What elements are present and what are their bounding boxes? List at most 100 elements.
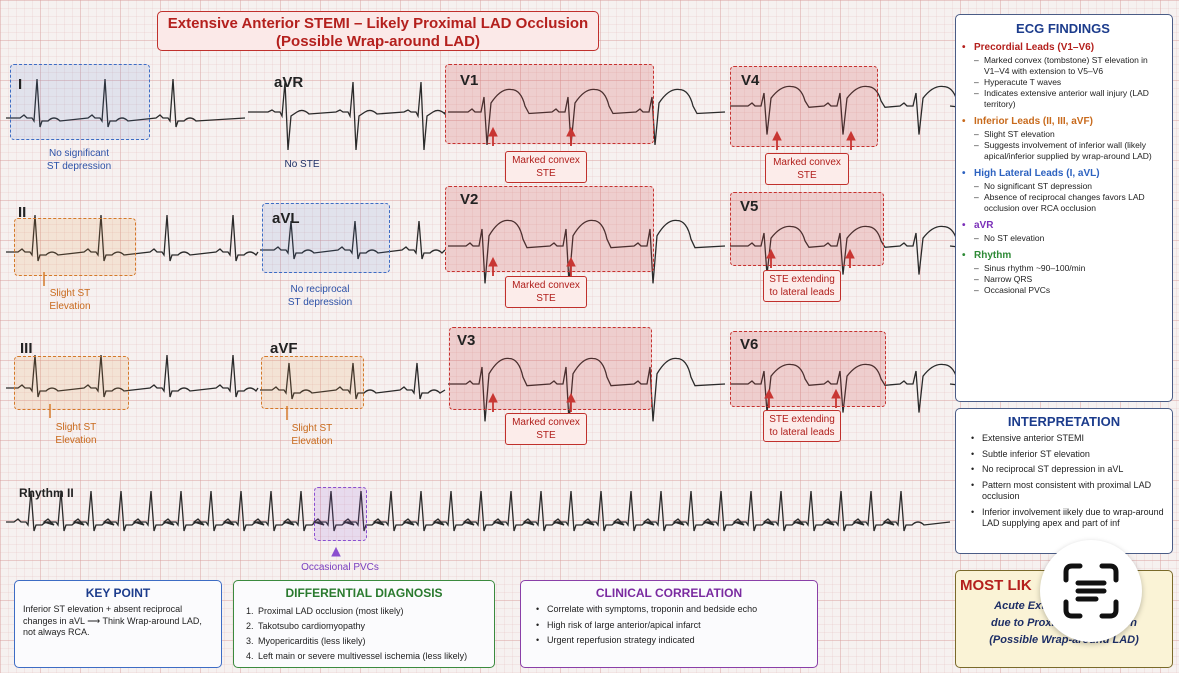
- clinical-item: Urgent reperfusion strategy indicated: [536, 635, 809, 647]
- key-point-heading: KEY POINT: [85, 586, 151, 600]
- findings-section: •Inferior Leads (II, III, aVF) Slight ST …: [962, 116, 1164, 162]
- lead-label-V1: V1: [460, 72, 479, 89]
- lead-label-aVR: aVR: [274, 74, 304, 91]
- ecg-trace: [448, 357, 726, 422]
- findings-item: Suggests involvement of inferior wall (l…: [974, 140, 1164, 162]
- title-line2: (Possible Wrap-around LAD): [276, 33, 480, 50]
- clinical-heading: CLINICAL CORRELATION: [595, 586, 743, 600]
- findings-section-title: •Precordial Leads (V1–V6): [962, 42, 1095, 53]
- differential-item: Takotsubo cardiomyopathy: [256, 619, 486, 634]
- lead-aVF-highlight: [261, 356, 364, 409]
- st-arrow-head-icon: [846, 130, 856, 141]
- st-arrow-head-icon: [566, 392, 576, 403]
- findings-section-title: •Rhythm: [962, 250, 1012, 261]
- interpretation-item: No reciprocal ST depression in aVL: [971, 464, 1166, 476]
- lead-V5-highlight: [730, 192, 884, 266]
- lead-aVR-note: No STE: [284, 159, 320, 170]
- lead-V1-highlight: [445, 64, 654, 144]
- ecg-trace: [730, 363, 963, 413]
- lead-label-aVL: aVL: [272, 210, 300, 227]
- differential-item: Proximal LAD occlusion (most likely): [256, 604, 486, 619]
- arrow-right-icon: ⟶: [87, 615, 101, 626]
- lead-label-II: II: [18, 204, 27, 221]
- lead-II-highlight: [14, 218, 136, 276]
- lead-label-III: III: [20, 340, 33, 357]
- page-title: Extensive Anterior STEMI – Likely Proxim…: [157, 11, 599, 51]
- interpretation-list: Extensive anterior STEMISubtle inferior …: [962, 433, 1166, 530]
- findings-section-title: •Inferior Leads (II, III, aVF): [962, 116, 1093, 127]
- key-point-panel: KEY POINT Inferior ST elevation + absent…: [14, 580, 222, 668]
- scan-text-icon: [1063, 563, 1119, 619]
- lead-label-V5: V5: [740, 198, 759, 215]
- findings-item: Marked convex (tombstone) ST elevation i…: [974, 55, 1164, 77]
- lead-V3-highlight: [449, 327, 652, 410]
- ecg-trace: [6, 490, 951, 532]
- st-arrow-head-icon: [772, 130, 782, 141]
- ecg-trace: [448, 219, 726, 284]
- ecg-trace: [6, 354, 259, 398]
- scan-text-button[interactable]: [1040, 540, 1142, 642]
- ecg-trace: [730, 85, 963, 135]
- ecg-trace: [730, 225, 963, 275]
- lead-V2-highlight: [445, 186, 654, 272]
- findings-section: •RhythmSinus rhythm ~90–100/minNarrow QR…: [962, 250, 1164, 296]
- differential-item: Myopericarditis (less likely): [256, 634, 486, 649]
- lead-label-V6: V6: [740, 336, 759, 353]
- findings-section-title: •aVR: [962, 220, 994, 231]
- findings-heading: ECG FINDINGS: [1016, 21, 1110, 36]
- lead-label-V3: V3: [457, 332, 476, 349]
- st-arrow-head-icon: [566, 126, 576, 137]
- findings-section: •High Lateral Leads (I, aVL)No significa…: [962, 168, 1164, 214]
- ecg-trace: [260, 220, 446, 260]
- most-likely-heading: MOST LIK: [960, 577, 1032, 594]
- st-arrow-head-icon: [566, 256, 576, 267]
- lead-label-I: I: [18, 76, 23, 93]
- clinical-item: High risk of large anterior/apical infar…: [536, 620, 809, 632]
- lead-I-highlight: [10, 64, 150, 140]
- ecg-trace: [248, 81, 446, 151]
- st-arrow-head-icon: [831, 388, 841, 399]
- findings-item: Narrow QRS: [974, 274, 1164, 285]
- ecg-findings-panel: ECG FINDINGS •Precordial Leads (V1–V6) Ma…: [955, 14, 1173, 402]
- ecg-trace: [6, 214, 259, 262]
- st-arrow-head-icon: [766, 248, 776, 259]
- lead-III-highlight: [14, 356, 129, 410]
- differential-heading: DIFFERENTIAL DIAGNOSIS: [285, 586, 443, 600]
- clinical-item: Correlate with symptoms, troponin and be…: [536, 604, 809, 616]
- lead-label-aVF: aVF: [270, 340, 298, 357]
- ecg-trace: [6, 78, 246, 128]
- interpretation-item: Extensive anterior STEMI: [971, 433, 1166, 445]
- differential-panel: DIFFERENTIAL DIAGNOSIS Proximal LAD occl…: [233, 580, 495, 668]
- title-line1: Extensive Anterior STEMI – Likely Proxim…: [167, 15, 589, 32]
- findings-item: Indicates extensive anterior wall injury…: [974, 88, 1164, 110]
- findings-item: Hyperacute T waves: [974, 77, 1164, 88]
- ecg-trace: [448, 88, 726, 146]
- st-arrow-head-icon: [845, 248, 855, 259]
- ecg-trace: [260, 362, 446, 400]
- st-arrow-head-icon: [488, 256, 498, 267]
- interpretation-panel: INTERPRETATION Extensive anterior STEMIS…: [955, 408, 1173, 554]
- findings-section-title: •High Lateral Leads (I, aVL): [962, 168, 1100, 179]
- findings-section: •Precordial Leads (V1–V6) Marked convex (…: [962, 42, 1164, 110]
- findings-item: Sinus rhythm ~90–100/min: [974, 263, 1164, 274]
- key-point-text: Inferior ST elevation + absent reciproca…: [23, 604, 202, 637]
- findings-item: Slight ST elevation: [974, 129, 1164, 140]
- findings-item: No ST elevation: [974, 233, 1164, 244]
- interpretation-item: Pattern most consistent with proximal LA…: [971, 480, 1166, 503]
- lead-V6-highlight: [730, 331, 886, 407]
- st-arrow-head-icon: [488, 392, 498, 403]
- differential-item: Left main or severe multivessel ischemia…: [256, 649, 486, 664]
- interpretation-heading: INTERPRETATION: [1007, 414, 1121, 429]
